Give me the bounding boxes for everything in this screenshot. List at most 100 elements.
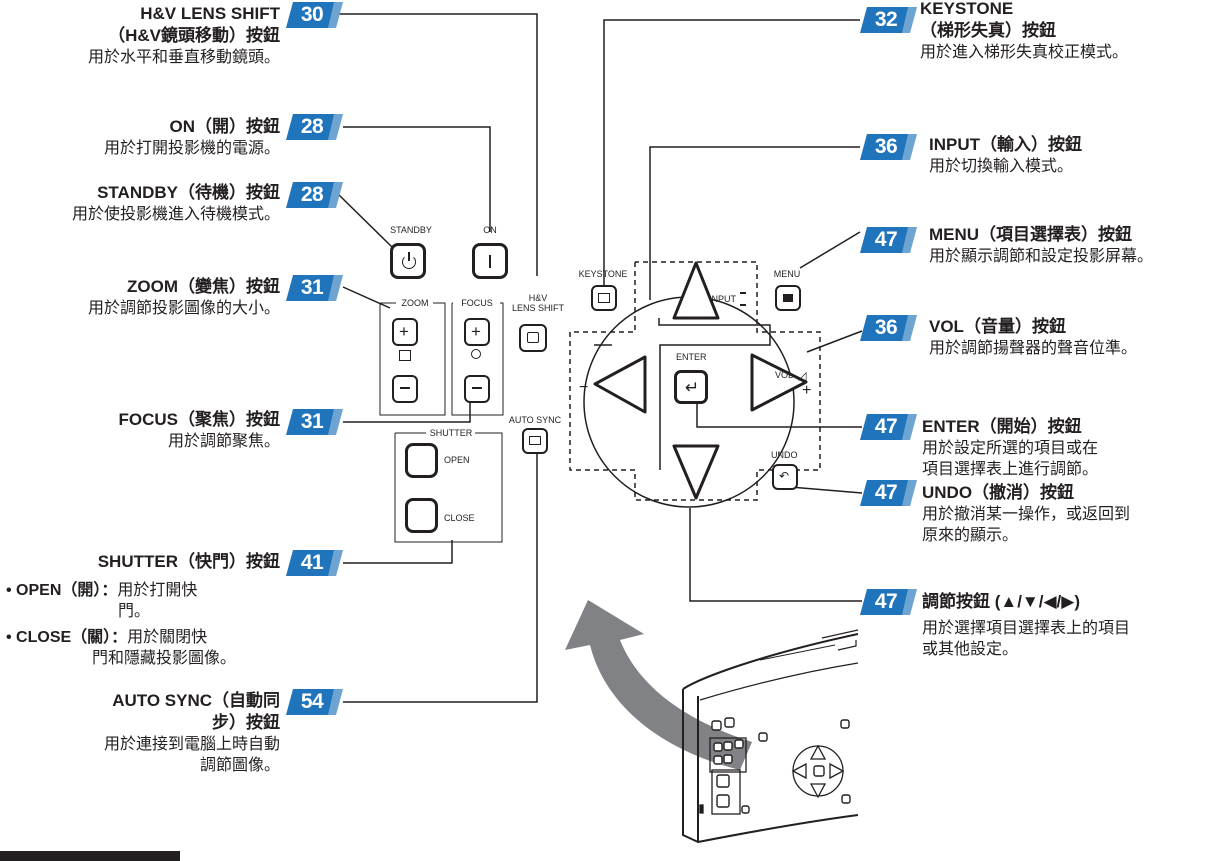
connector-adjust [689,508,862,602]
badge-standby: 28 [286,182,344,208]
input-desc: 用於切換輸入模式。 [929,158,1074,175]
power-icon [402,255,416,269]
focus-desc: 用於調節聚焦。 [167,433,280,450]
zoom-icon [399,350,411,361]
on-label: ON [483,225,497,235]
connector-zoom [342,286,391,309]
focus-minus-button[interactable] [464,375,490,403]
badge-vol: 36 [860,315,918,341]
badge-undo: 47 [860,480,918,506]
badge-menu: 47 [860,227,918,253]
lens-shift-desc: 用於水平和垂直移動鏡頭。 [87,49,280,66]
auto-sync-button[interactable] [522,428,548,454]
enter-title: ENTER（開始）按鈕 [922,417,1082,436]
on-button[interactable] [472,243,508,279]
connector-enter [696,398,862,428]
zoom-minus-button[interactable] [392,375,418,403]
zoom-plus-button[interactable]: + [392,318,418,346]
connector-undo [789,486,863,494]
down-arrow-button [672,444,720,500]
lens-shift-label-1: H&V [528,293,548,303]
connector-menu [799,231,861,269]
auto-sync-desc-1: 用於連接到電腦上時自動 [103,736,280,753]
connector-shutter [343,540,453,564]
lens-shift-icon [527,332,539,343]
menu-title: MENU（項目選擇表）按鈕 [929,225,1133,244]
connector-keystone [603,19,860,285]
on-desc: 用於打開投影機的電源。 [103,140,280,157]
callout-keystone: KEYSTONE （梯形失真）按鈕 用於進入梯形失真校正模式。 [920,0,1128,63]
lens-shift-button[interactable] [519,324,547,352]
undo-icon: ↶ [779,469,790,483]
open-button[interactable] [405,443,438,478]
callout-standby: STANDBY（待機）按鈕 用於使投影機進入待機模式。 [0,182,280,225]
callout-adjust: 調節按鈕 (▲/▼/◀/▶) 用於選擇項目選擇表上的項目 或其他設定。 [922,591,1130,660]
enter-button[interactable]: ↵ [674,370,708,404]
menu-button[interactable] [775,285,801,311]
callout-vol: VOL（音量）按鈕 用於調節揚聲器的聲音位準。 [929,316,1137,359]
badge-focus: 31 [286,409,344,435]
badge-shutter: 41 [286,550,344,576]
connector-standby [337,193,394,249]
undo-title: UNDO（撤消）按鈕 [922,483,1075,502]
callout-lens-shift: H&V LENS SHIFT （H&V鏡頭移動）按鈕 用於水平和垂直移動鏡頭。 [0,3,280,68]
standby-button[interactable] [390,243,426,279]
close-label: CLOSE [444,513,475,523]
badge-zoom: 31 [286,275,344,301]
projector-illustration [682,629,859,844]
auto-sync-title-2: 步）按鈕 [212,713,280,732]
shutter-open-item: • OPEN（開）：用於打開快 門。 [6,580,276,622]
plus-icon: + [399,322,409,341]
lens-shift-title-1: H&V LENS SHIFT [140,4,280,23]
on-title: ON（開）按鈕 [169,117,281,136]
enter-label: ENTER [676,352,707,362]
close-button[interactable] [405,498,438,533]
undo-button[interactable]: ↶ [772,464,798,490]
pointer-arrow [565,600,752,770]
dashed-frame [569,261,821,501]
focus-icon [471,349,481,359]
callout-shutter: SHUTTER（快門）按鈕 [0,551,280,573]
plus-icon: + [471,322,481,341]
shutter-open-desc-1: 用於打開快 [117,582,198,599]
callout-on: ON（開）按鈕 用於打開投影機的電源。 [0,116,280,159]
zoom-title: ZOOM（變焦）按鈕 [127,277,280,296]
volume-icon: ◿ [798,370,807,382]
callout-auto-sync: AUTO SYNC（自動同 步）按鈕 用於連接到電腦上時自動 調節圖像。 [0,690,280,776]
adjust-title: 調節按鈕 (▲/▼/◀/▶) [922,592,1081,611]
shutter-close-item: • CLOSE（關）：用於關閉快 門和隱藏投影圖像。 [6,627,276,669]
vol-label: VOL [775,370,794,380]
keystone-button[interactable] [591,285,617,311]
badge-on: 28 [286,114,344,140]
projector-mini-buttons [711,717,851,814]
connector-lens-shift [338,13,538,276]
input-title: INPUT（輸入）按鈕 [929,135,1082,154]
menu-desc: 用於顯示調節和設定投影屏幕。 [929,248,1154,265]
plus-label: + [802,382,812,399]
badge-input: 36 [860,134,918,160]
connector-vol [806,330,863,353]
footer-bar [0,851,180,861]
keystone-icon [598,293,610,303]
badge-adjust: 47 [860,589,918,615]
vol-desc: 用於調節揚聲器的聲音位準。 [929,340,1138,357]
callout-enter: ENTER（開始）按鈕 用於設定所選的項目或在 項目選擇表上進行調節。 [922,416,1098,480]
undo-desc-1: 用於撤消某一操作，或返回到 [922,506,1131,523]
badge-lens-shift: 30 [286,2,344,28]
undo-label: UNDO [771,450,798,460]
connector-auto-sync [343,445,538,703]
enter-desc-1: 用於設定所選的項目或在 [922,440,1099,457]
minus-icon [400,387,410,389]
zoom-label: ZOOM [398,298,432,308]
callout-input: INPUT（輸入）按鈕 用於切換輸入模式。 [929,134,1082,177]
enter-icon: ↵ [685,378,700,397]
undo-desc-2: 原來的顯示。 [922,527,1019,544]
input-label: INPUT [709,294,736,304]
adjust-desc-1: 用於選擇項目選擇表上的項目 [922,620,1131,637]
vol-title: VOL（音量）按鈕 [929,317,1066,336]
shutter-open-label: • OPEN（開）： [6,582,118,599]
left-arrow-button [593,355,647,414]
focus-plus-button[interactable]: + [464,318,490,346]
badge-enter: 47 [860,414,918,440]
on-icon [489,255,491,268]
